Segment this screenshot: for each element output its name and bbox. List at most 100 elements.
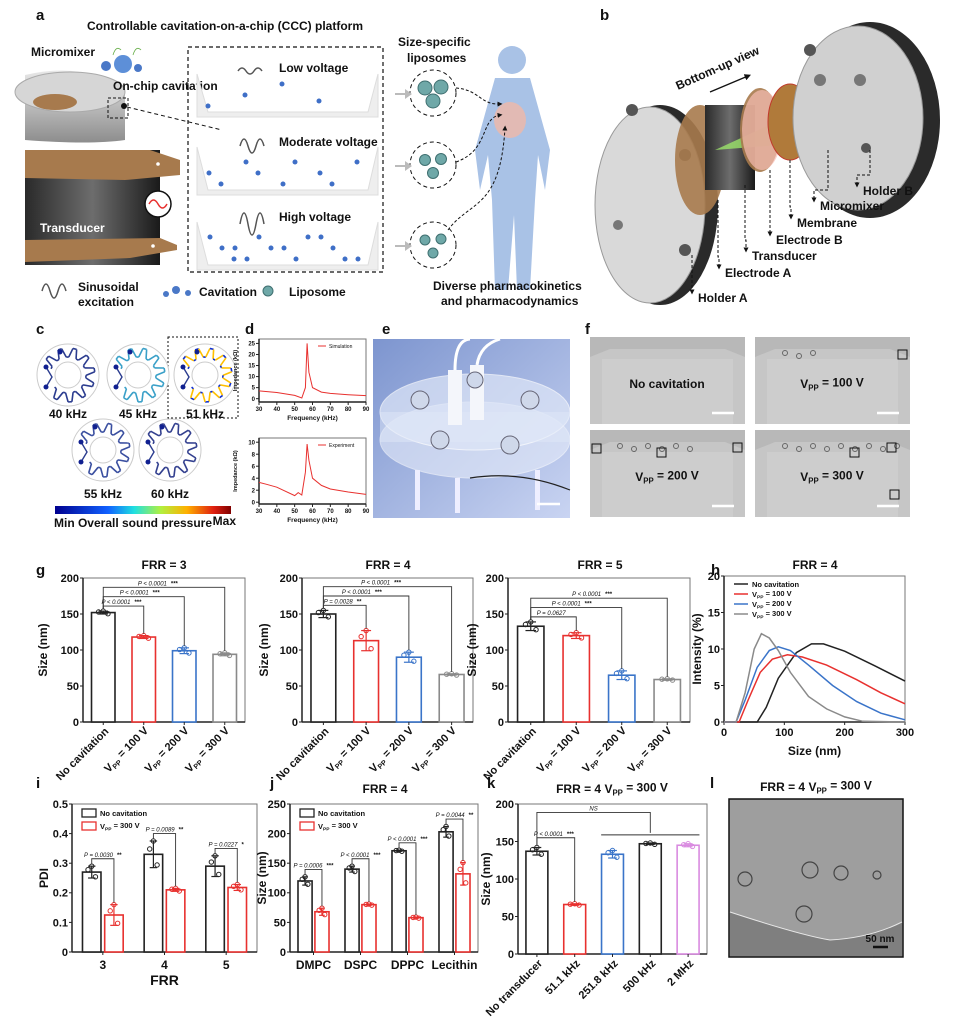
x-tick-label: 60: [309, 407, 316, 413]
y-tick-label: 50: [67, 681, 79, 693]
human-body-illustration: [475, 46, 550, 290]
p-text: P = 0.0030: [84, 853, 114, 859]
data-point: [154, 862, 160, 868]
data-point: [369, 902, 375, 908]
bar: [81, 871, 102, 953]
data-point: [399, 848, 405, 854]
data-point: [358, 633, 364, 640]
bar: [314, 910, 330, 953]
subscript: PP: [757, 604, 764, 610]
data-point: [440, 826, 446, 833]
y-tick-label: 0: [252, 500, 256, 506]
subscript: PP: [323, 826, 330, 832]
bar: [205, 865, 226, 953]
bar: [310, 613, 337, 723]
y-tick-label: 0: [292, 717, 298, 729]
data-point: [416, 915, 422, 921]
data-point: [659, 676, 665, 682]
y-tick-label: 4: [252, 476, 256, 482]
part-label: Holder B: [863, 184, 913, 198]
panel-letter-g: g: [36, 562, 45, 579]
significance-bracket: [304, 868, 323, 907]
significance-stars: *: [241, 842, 244, 848]
y-tick-label: 0: [508, 949, 514, 961]
data-point: [669, 677, 676, 683]
arrow-icon: [395, 241, 412, 251]
x-axis-label: Frequency (kHz): [287, 415, 338, 422]
p-value: NS: [589, 806, 597, 812]
low-wave-icon: [237, 67, 263, 75]
cavitation-bubble: [355, 256, 361, 262]
subscript: PP: [105, 826, 112, 832]
p-value: P < 0.0001***: [341, 853, 382, 859]
y-axis-label: Size (nm): [257, 623, 271, 676]
frequency-label: 51 kHz: [186, 407, 224, 421]
cavitation-bubble: [219, 245, 225, 251]
legend-liposome: Liposome: [289, 285, 346, 299]
bar: [638, 842, 663, 955]
part-label: Micromixer: [820, 199, 884, 213]
highlight-box: [656, 447, 667, 458]
micrograph: VPP = 200 V: [590, 430, 745, 517]
p-text: P < 0.0001: [552, 602, 581, 608]
mixer-ring-simulation: [173, 343, 237, 407]
chart-title: FRR = 4 VPP = 300 V: [556, 781, 668, 798]
y-tick-label: 25: [248, 342, 255, 348]
x-tick-label: 5: [223, 958, 230, 972]
x-tick-label: 100: [775, 727, 793, 739]
data-point: [522, 621, 529, 628]
panel-e-device-photo: [373, 337, 571, 518]
holder-b: [792, 25, 924, 211]
x-tick-label: DSPC: [344, 958, 378, 972]
y-tick-label: 0.2: [53, 888, 68, 900]
legend-swatch: [81, 808, 97, 818]
y-tick-label: 20: [248, 353, 255, 359]
significance-stars: ***: [373, 853, 381, 859]
panel-letter-i: i: [36, 775, 40, 792]
y-tick-label: 50: [286, 681, 298, 693]
significance-stars: ***: [326, 863, 334, 869]
y-tick-label: 5: [714, 680, 720, 692]
y-tick-label: 10: [248, 375, 255, 381]
panel-letter-l: l: [710, 775, 714, 792]
bubble: [796, 353, 802, 359]
data-point: [689, 843, 696, 850]
data-point: [325, 614, 332, 620]
chart-title: FRR = 4: [792, 558, 837, 572]
data-point: [538, 851, 544, 857]
liposome: [435, 233, 447, 245]
data-point: [614, 854, 620, 860]
data-point: [176, 646, 183, 653]
label-rest: = 300 V: [819, 469, 864, 483]
legend-label: VPP = 300 V: [752, 609, 792, 620]
liposome: [427, 167, 439, 179]
p-text: P < 0.0001: [138, 581, 167, 587]
data-point: [651, 841, 658, 848]
label-rest: = 100 V: [546, 724, 584, 762]
p-text: P < 0.0001: [120, 591, 149, 597]
y-tick-label: 150: [61, 609, 79, 621]
significance-bracket: [91, 858, 115, 903]
bubble: [687, 446, 693, 452]
panel-letter-c: c: [36, 321, 44, 338]
label-rest: = 300 V: [112, 821, 140, 830]
series-line: [258, 343, 367, 399]
data-point: [446, 833, 452, 839]
significance-stars: ***: [375, 590, 383, 596]
ccc-device-illustration: Transducer: [14, 70, 223, 265]
data-point: [533, 626, 539, 633]
y-tick-label: 0.3: [53, 858, 68, 870]
leader-line: [788, 160, 794, 220]
label-rest: = 300 V: [330, 821, 358, 830]
x-tick-label: VPP = 300 V: [409, 724, 461, 776]
y-tick-label: 15: [708, 607, 720, 619]
data-point: [105, 611, 111, 617]
panel-letter-d: d: [245, 321, 254, 338]
y-tick-label: 8: [252, 452, 256, 458]
data-point: [401, 652, 407, 658]
bubble: [838, 443, 844, 449]
label-rest: = 300 V: [194, 724, 232, 762]
